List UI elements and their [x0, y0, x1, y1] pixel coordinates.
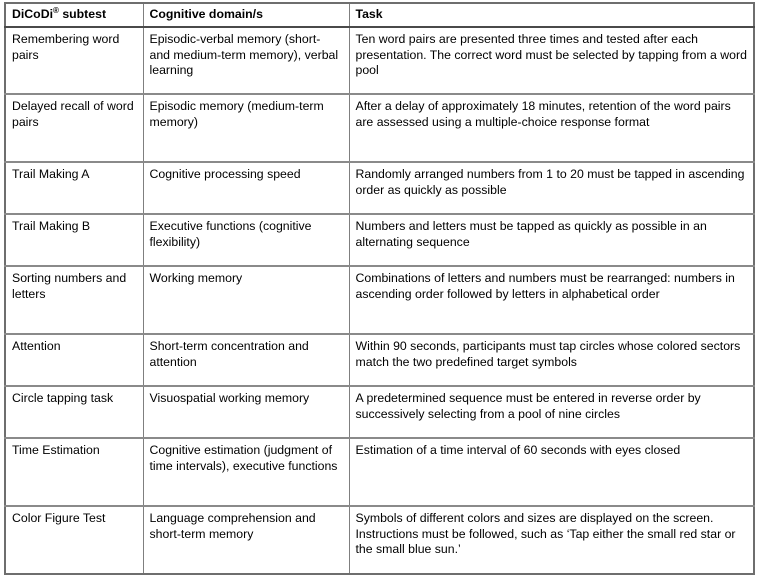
column-header-task: Task: [348, 2, 755, 29]
table-header-row: DiCoDi® subtest Cognitive domain/s Task: [4, 2, 755, 29]
cell-domain: Short-term concentration and attention: [142, 334, 350, 388]
cell-task: Symbols of different colors and sizes ar…: [348, 506, 755, 575]
cell-domain: Working memory: [142, 266, 350, 336]
table-row: Trail Making A Cognitive processing spee…: [4, 162, 755, 216]
cell-domain: Cognitive estimation (judgment of time i…: [142, 438, 350, 508]
cell-subtest: Color Figure Test: [4, 506, 144, 575]
cell-subtest: Delayed recall of word pairs: [4, 94, 144, 164]
cell-task: Estimation of a time interval of 60 seco…: [348, 438, 755, 508]
table-row: Time Estimation Cognitive estimation (ju…: [4, 438, 755, 508]
cell-subtest: Sorting numbers and letters: [4, 266, 144, 336]
cell-domain: Episodic-verbal memory (short- and mediu…: [142, 27, 350, 96]
table-row: Attention Short-term concentration and a…: [4, 334, 755, 388]
cell-subtest: Attention: [4, 334, 144, 388]
cell-subtest: Time Estimation: [4, 438, 144, 508]
cell-task: Randomly arranged numbers from 1 to 20 m…: [348, 162, 755, 216]
cell-subtest: Trail Making B: [4, 214, 144, 268]
table-body: Remembering word pairs Episodic-verbal m…: [4, 27, 755, 575]
cell-domain: Executive functions (cognitive flexibili…: [142, 214, 350, 268]
table-row: Color Figure Test Language comprehension…: [4, 506, 755, 575]
cell-domain: Language comprehension and short-term me…: [142, 506, 350, 575]
table-header: DiCoDi® subtest Cognitive domain/s Task: [4, 2, 755, 29]
column-header-subtest: DiCoDi® subtest: [4, 2, 144, 29]
cell-task: A predetermined sequence must be entered…: [348, 386, 755, 440]
table-row: Circle tapping task Visuospatial working…: [4, 386, 755, 440]
cell-task: Ten word pairs are presented three times…: [348, 27, 755, 96]
table-row: Sorting numbers and letters Working memo…: [4, 266, 755, 336]
registered-trademark-icon: ®: [53, 5, 59, 15]
cell-subtest: Trail Making A: [4, 162, 144, 216]
cell-task: Combinations of letters and numbers must…: [348, 266, 755, 336]
table-row: Remembering word pairs Episodic-verbal m…: [4, 27, 755, 96]
cell-domain: Episodic memory (medium-term memory): [142, 94, 350, 164]
column-header-subtest-label: DiCoDi: [12, 7, 53, 21]
cell-task: Numbers and letters must be tapped as qu…: [348, 214, 755, 268]
dicodi-subtest-table-container: DiCoDi® subtest Cognitive domain/s Task …: [4, 2, 755, 575]
cell-domain: Cognitive processing speed: [142, 162, 350, 216]
column-header-subtest-label-tail: subtest: [58, 7, 107, 21]
cell-task: Within 90 seconds, participants must tap…: [348, 334, 755, 388]
table-row: Delayed recall of word pairs Episodic me…: [4, 94, 755, 164]
dicodi-subtest-table: DiCoDi® subtest Cognitive domain/s Task …: [4, 2, 755, 575]
cell-subtest: Remembering word pairs: [4, 27, 144, 96]
cell-task: After a delay of approximately 18 minute…: [348, 94, 755, 164]
column-header-domain: Cognitive domain/s: [142, 2, 350, 29]
table-row: Trail Making B Executive functions (cogn…: [4, 214, 755, 268]
cell-subtest: Circle tapping task: [4, 386, 144, 440]
cell-domain: Visuospatial working memory: [142, 386, 350, 440]
